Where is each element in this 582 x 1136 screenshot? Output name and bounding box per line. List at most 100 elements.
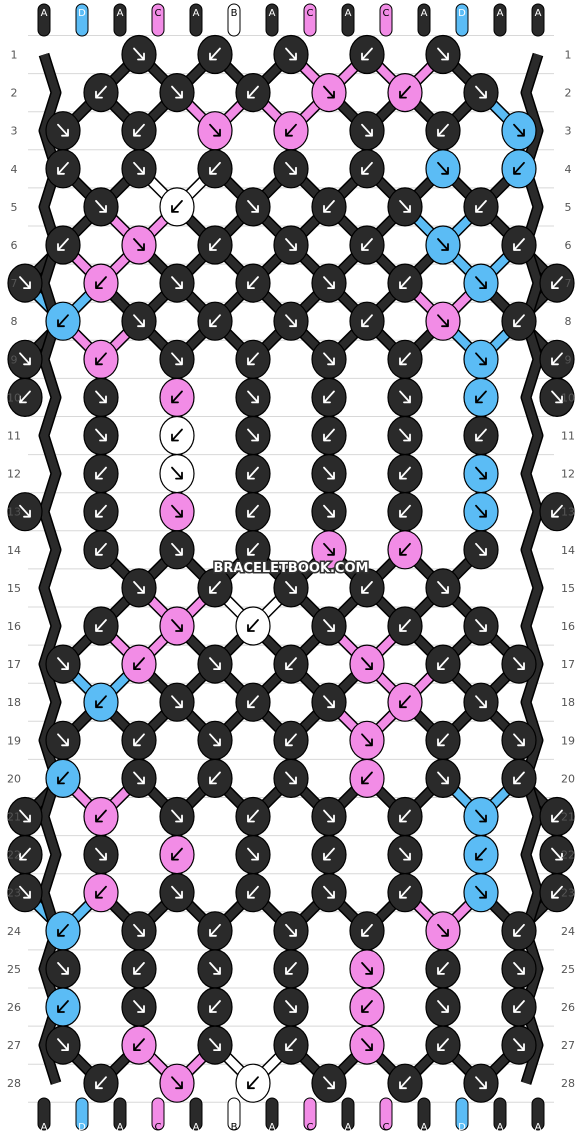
knot <box>463 454 499 494</box>
knot-arrow-icon <box>247 619 259 632</box>
knot <box>197 1025 233 1065</box>
knot <box>463 72 499 113</box>
knot-arrow-icon <box>247 809 259 823</box>
knot <box>349 225 385 265</box>
knot-arrow-icon <box>285 962 297 975</box>
knot-arrow-icon <box>323 390 335 404</box>
knot-arrow-icon <box>95 1076 107 1090</box>
row-number: 11 <box>7 430 21 443</box>
knot <box>45 720 81 760</box>
knot <box>7 263 43 303</box>
knot <box>349 1025 385 1065</box>
knot-arrow-icon <box>399 542 411 556</box>
knot-arrow-icon <box>247 847 259 861</box>
knot-arrow-icon <box>399 695 411 709</box>
knot <box>273 1025 309 1065</box>
knot-arrow-icon <box>133 1038 145 1051</box>
knot-arrow-icon <box>475 542 487 556</box>
knot <box>539 263 575 303</box>
knot <box>387 377 423 417</box>
knot <box>235 263 271 303</box>
knot-arrow-icon <box>399 428 411 442</box>
knot-arrow-icon <box>209 123 221 137</box>
knot-arrow-icon <box>399 466 411 480</box>
knot <box>159 263 195 303</box>
row-number: 7 <box>565 277 572 290</box>
knot-arrow-icon <box>361 1000 373 1013</box>
string-end <box>265 3 279 37</box>
row-number: 15 <box>561 582 575 595</box>
knot-arrow-icon <box>57 314 69 328</box>
knot-arrow-icon <box>323 466 335 480</box>
knot <box>197 225 233 265</box>
string-label: B <box>231 8 238 19</box>
knot-arrow-icon <box>475 695 487 709</box>
row-number: 6 <box>565 239 572 252</box>
knot <box>121 111 157 151</box>
knot-arrow-icon <box>171 885 183 899</box>
knot <box>121 149 157 189</box>
knot <box>83 492 119 532</box>
knot-arrow-icon <box>95 542 107 556</box>
knot-arrow-icon <box>437 581 449 594</box>
knot-arrow-icon <box>475 352 487 366</box>
string-label: C <box>155 8 162 19</box>
knot <box>349 949 385 989</box>
knot <box>501 301 537 341</box>
knot <box>197 111 233 151</box>
knot-arrow-icon <box>513 123 525 137</box>
knot <box>7 492 43 532</box>
knot <box>463 834 499 875</box>
string-end <box>455 1097 469 1131</box>
knot-arrow-icon <box>399 390 411 404</box>
knot <box>83 834 119 875</box>
knot <box>159 606 195 646</box>
knot <box>425 987 461 1027</box>
knot-arrow-icon <box>209 238 221 251</box>
knot-arrow-icon <box>323 847 335 861</box>
knot-arrow-icon <box>323 885 335 899</box>
knot <box>387 339 423 379</box>
row-number: 17 <box>561 658 575 671</box>
knot <box>159 1063 195 1103</box>
row-number: 1 <box>565 49 572 62</box>
knot <box>387 263 423 303</box>
row-number: 8 <box>11 315 18 328</box>
row-number: 6 <box>11 239 18 252</box>
row-number: 20 <box>7 772 21 785</box>
knot-arrow-icon <box>437 1000 449 1013</box>
knot-arrow-icon <box>475 885 487 899</box>
row-number: 12 <box>561 468 575 481</box>
knot-arrow-icon <box>361 923 373 937</box>
knot-arrow-icon <box>475 466 487 480</box>
row-number: 15 <box>7 582 21 595</box>
knot-arrow-icon <box>133 923 145 937</box>
knot-arrow-icon <box>437 1038 449 1051</box>
knot <box>159 873 195 913</box>
knot-arrow-icon <box>285 1000 297 1013</box>
knot <box>387 454 423 494</box>
knot-arrow-icon <box>399 847 411 861</box>
knot-arrow-icon <box>209 1000 221 1013</box>
knot <box>159 454 195 494</box>
row-numbers-left: 1234567891011121314151617181920212223242… <box>7 49 21 1091</box>
knot <box>349 644 385 684</box>
row-number: 26 <box>561 1001 575 1014</box>
string-end <box>531 1097 545 1131</box>
knot-arrow-icon <box>209 657 221 670</box>
knot <box>463 682 499 722</box>
knot-arrow-icon <box>57 733 69 747</box>
knot-arrow-icon <box>19 885 31 899</box>
knot-arrow-icon <box>323 276 335 289</box>
knot-arrow-icon <box>285 923 297 937</box>
knot <box>83 263 119 303</box>
knot <box>311 1063 347 1103</box>
string-end <box>37 3 51 37</box>
knot-arrow-icon <box>133 314 145 328</box>
knot <box>159 796 195 837</box>
knot-arrow-icon <box>95 885 107 899</box>
string-end <box>341 1097 355 1131</box>
knot-arrow-icon <box>513 733 525 747</box>
knot <box>159 377 195 417</box>
